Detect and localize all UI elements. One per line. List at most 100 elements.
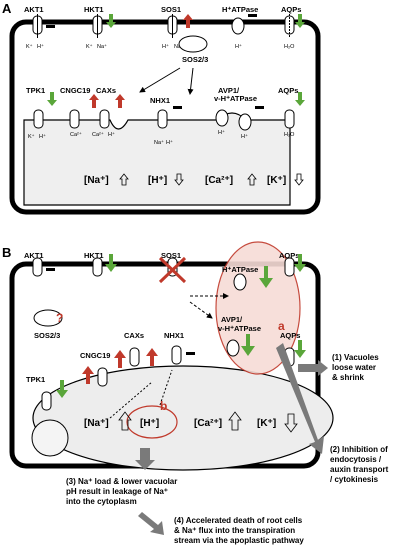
- nhx1-label: NHX1: [164, 331, 184, 340]
- green-down-arrow: [294, 340, 306, 358]
- sos23-label: SOS2/3: [182, 55, 208, 64]
- green-down-arrow: [241, 334, 255, 356]
- outcome-arrow-3: [135, 448, 155, 470]
- outcome-3-line-1: (3) Na⁺ load & lower vacuolar: [66, 477, 177, 486]
- ion-h2o: H₂O: [284, 44, 295, 50]
- cngc19-channel: [97, 367, 108, 387]
- green-down-arrow: [106, 14, 116, 28]
- red-up-arrow: [89, 94, 99, 108]
- ion-k: K⁺: [86, 43, 93, 50]
- up-outline-arrow: [118, 411, 132, 431]
- nhx1-channel: [157, 109, 168, 129]
- outcome-1-line-1: (1) Vacuoles: [332, 353, 379, 362]
- caxs-label: CAXs: [96, 86, 116, 95]
- activation-arrow: [139, 67, 181, 93]
- highlight-ellipse-b: [126, 405, 178, 439]
- ion-na: Na⁺: [174, 43, 184, 50]
- green-down-arrow: [295, 92, 305, 106]
- vac-ca-label: [Ca²⁺]: [194, 418, 222, 429]
- aqp-tonoplast-channel: [284, 109, 295, 129]
- h-atpase-label: H⁺ATPase: [222, 265, 258, 274]
- outcome-2-line-2: endocytosis /: [330, 455, 382, 464]
- h-atpase-pump: [233, 273, 247, 291]
- v-atpase-label: v-H⁺ATPase: [218, 324, 261, 333]
- plasma-membrane-a: [9, 19, 321, 215]
- outcome-4-line-2: & Na⁺ flux into the transpiration: [174, 526, 295, 535]
- sos1-label: SOS1: [161, 251, 181, 260]
- v-atpase-label: v-H⁺ATPase: [214, 94, 257, 103]
- outcome-2-line-3: auxin transport: [330, 465, 389, 474]
- ion-ca: Ca²⁺: [92, 131, 104, 138]
- hkt1-channel: [92, 14, 103, 38]
- outcome-4-line-3: stream via the apoplastic pathway: [174, 536, 304, 545]
- down-outline-arrow: [174, 173, 184, 186]
- sos1-channel: [158, 256, 187, 284]
- ion-h: H⁺: [166, 139, 173, 146]
- red-up-arrow: [115, 94, 125, 108]
- dotted-link: [109, 381, 153, 419]
- cngc19-channel: [69, 109, 80, 129]
- nhx1-label: NHX1: [150, 96, 170, 105]
- outcome-1-line-3: & shrink: [332, 373, 365, 382]
- aqp-channel: [284, 257, 295, 277]
- ion-na: Na⁺: [154, 139, 164, 146]
- ion-h: H⁺: [218, 129, 225, 136]
- tpk1-label: TPK1: [26, 86, 45, 95]
- sos23-complex: [178, 35, 208, 53]
- outcome-1-line-2: loose water: [332, 363, 376, 372]
- outcome-2-line-1: (2) Inhibition of: [330, 445, 388, 454]
- avp1-label: AVP1/: [221, 315, 243, 324]
- outcome-3-line-3: into the cytoplasm: [66, 497, 137, 506]
- down-regulation-bar: [46, 25, 55, 28]
- vac-k-label: [K⁺]: [267, 175, 286, 186]
- akt1-label: AKT1: [24, 5, 44, 14]
- akt1-label: AKT1: [24, 251, 44, 260]
- vac-k-label: [K⁺]: [257, 418, 276, 429]
- ion-na: Na⁺: [97, 43, 107, 50]
- hkt1-label: HKT1: [84, 251, 104, 260]
- green-down-arrow: [47, 92, 57, 106]
- outcome-arrow-2: [276, 343, 324, 454]
- down-regulation-bar: [46, 268, 55, 271]
- vac-ca-label: [Ca²⁺]: [205, 175, 233, 186]
- outcome-3-line-2: pH result in leakage of Na⁺: [66, 487, 168, 496]
- nhx1-channel: [171, 345, 182, 365]
- vac-na-label: [Na⁺]: [84, 418, 109, 429]
- cax-channel: [129, 347, 140, 367]
- outcome-4-line-1: (4) Accelerated death of root cells: [174, 516, 303, 525]
- red-up-arrow: [82, 366, 94, 384]
- outcome-arrow-4: [138, 512, 164, 535]
- h-atpase-label: H⁺ATPase: [222, 5, 258, 14]
- vac-na-label: [Na⁺]: [84, 175, 109, 186]
- ion-k: K⁺: [26, 43, 33, 50]
- down-regulation-bar: [248, 14, 257, 17]
- ion-h2o: H₂O: [284, 132, 295, 138]
- green-down-arrow: [294, 254, 306, 272]
- avp1-label: AVP1/: [218, 86, 240, 95]
- question-mark: ?: [56, 311, 63, 325]
- down-regulation-bar: [255, 106, 264, 109]
- vac-h-label: [H⁺]: [140, 418, 159, 429]
- down-regulation-bar: [186, 352, 195, 355]
- hkt1-channel: [92, 257, 103, 277]
- cngc19-label: CNGC19: [80, 351, 110, 360]
- red-up-arrow: [183, 14, 193, 28]
- avp1-pump: [215, 109, 252, 131]
- cax-channel: [99, 109, 110, 129]
- panel-a-letter: A: [2, 1, 12, 16]
- down-outline-arrow: [284, 413, 298, 433]
- sos1-label: SOS1: [161, 5, 181, 14]
- ion-h: H⁺: [108, 131, 115, 138]
- aqps-tonoplast-label: AQPs: [280, 331, 300, 340]
- akt1-channel: [32, 257, 43, 277]
- activation-arrow: [187, 67, 194, 95]
- sos23-label: SOS2/3: [34, 331, 60, 340]
- akt1-channel: [32, 14, 43, 38]
- up-outline-arrow: [119, 173, 129, 186]
- ion-h: H⁺: [162, 43, 169, 50]
- ion-ca: Ca²⁺: [70, 131, 82, 138]
- ion-h: H⁺: [241, 133, 248, 140]
- aqps-label: AQPs: [279, 251, 299, 260]
- red-up-arrow: [114, 350, 126, 368]
